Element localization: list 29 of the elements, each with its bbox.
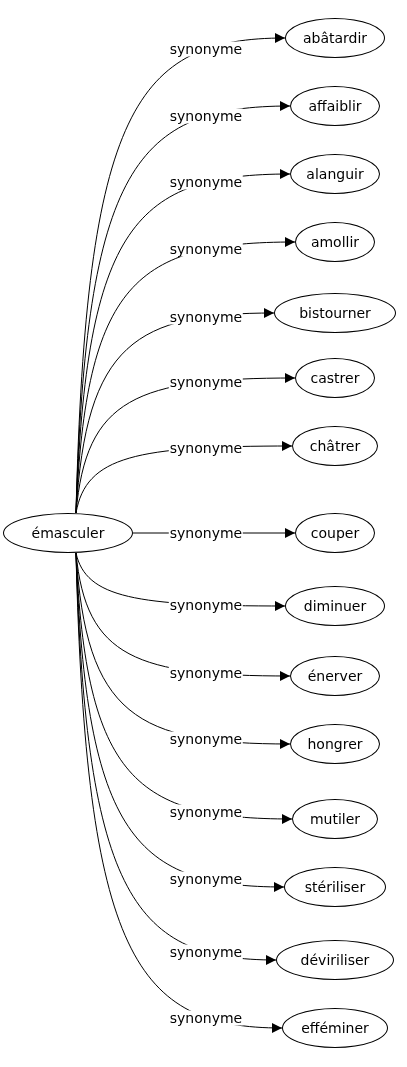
ellipse-node: abâtardir — [285, 18, 385, 58]
edge-label: synonyme — [168, 665, 244, 681]
edge-label: synonyme — [168, 804, 244, 820]
ellipse-node: émasculer — [3, 513, 133, 553]
arrow — [75, 552, 283, 1033]
ellipse-node: amollir — [295, 222, 375, 262]
ellipse-node: énerver — [290, 656, 380, 696]
edge-label: synonyme — [168, 108, 244, 124]
ellipse-node: diminuer — [285, 586, 385, 626]
ellipse-node: castrer — [295, 358, 375, 398]
ellipse-node: efféminer — [282, 1008, 388, 1048]
ellipse-node: déviriliser — [276, 940, 394, 980]
edge-label: synonyme — [168, 731, 244, 747]
ellipse-node: châtrer — [292, 426, 378, 466]
ellipse-node: bistourner — [274, 293, 396, 333]
ellipse-node: stériliser — [284, 867, 386, 907]
edge-label: synonyme — [168, 174, 244, 190]
arrow — [75, 101, 291, 514]
edge-label: synonyme — [168, 241, 244, 257]
ellipse-node: hongrer — [290, 724, 380, 764]
edge-label: synonyme — [168, 944, 244, 960]
ellipse-node: couper — [295, 513, 375, 553]
ellipse-node: alanguir — [290, 154, 380, 194]
ellipse-node: mutiler — [292, 799, 378, 839]
edge-label: synonyme — [168, 871, 244, 887]
arrow — [75, 552, 277, 965]
edge-label: synonyme — [168, 1010, 244, 1026]
edge-label: synonyme — [168, 41, 244, 57]
ellipse-node: affaiblir — [290, 86, 380, 126]
